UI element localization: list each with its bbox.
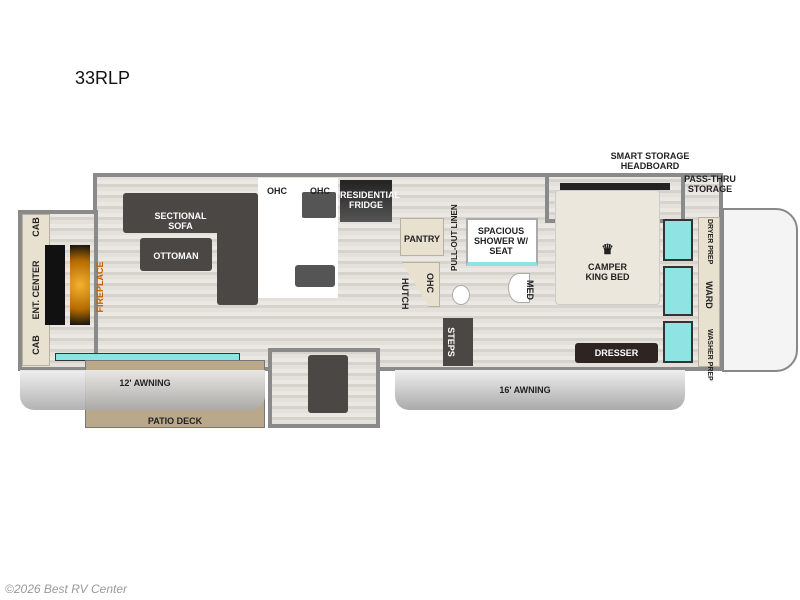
- awning-12-label: 12' AWNING: [119, 378, 171, 388]
- shower: [466, 218, 538, 266]
- fireplace-label: FIREPLACE: [95, 261, 105, 313]
- shower-label: SPACIOUS SHOWER W/ SEAT: [474, 226, 528, 256]
- sofa-chaise: [217, 193, 258, 305]
- ottoman-label: OTTOMAN: [153, 251, 199, 261]
- watermark: ©2026 Best RV Center: [5, 582, 128, 596]
- bed-label: CAMPER KING BED: [585, 262, 630, 282]
- washer-prep-label: WASHER PREP: [706, 329, 713, 381]
- tv: [45, 245, 65, 325]
- wardrobe-door-1: [663, 219, 693, 261]
- steps-label: STEPS: [446, 327, 456, 357]
- cab-top-label: CAB: [31, 217, 41, 237]
- awning-12: [20, 370, 265, 410]
- fireplace: [70, 245, 90, 325]
- steps: [443, 318, 473, 366]
- ward-label: WARD: [704, 281, 714, 309]
- linen-label: PULL-OUT LINEN: [450, 204, 459, 271]
- ottoman: [140, 238, 212, 271]
- pantry-label: PANTRY: [404, 234, 440, 244]
- ohc-2-label: OHC: [310, 186, 330, 196]
- fridge: [340, 180, 392, 222]
- wardrobe: [698, 217, 720, 367]
- bath-sink: [508, 273, 530, 303]
- sectional-sofa-label: SECTIONAL SOFA: [154, 211, 207, 231]
- dryer-prep-label: DRYER PREP: [706, 219, 713, 265]
- smart-storage-label: SMART STORAGE HEADBOARD: [610, 151, 690, 171]
- headboard: [560, 183, 670, 190]
- wardrobe-door-3: [663, 321, 693, 363]
- hutch-label: HUTCH: [400, 278, 410, 310]
- stove: [302, 192, 336, 218]
- dinette-table: [308, 355, 348, 413]
- ohc-1-label: OHC: [267, 186, 287, 196]
- toilet: [452, 285, 470, 305]
- awning-16-label: 16' AWNING: [499, 385, 551, 395]
- fridge-label: RESIDENTIAL FRIDGE: [340, 190, 401, 210]
- dresser-label: DRESSER: [594, 348, 639, 358]
- cab-bottom-label: CAB: [31, 335, 41, 355]
- bed: [555, 190, 660, 305]
- wardrobe-door-2: [663, 266, 693, 316]
- sink: [295, 265, 335, 287]
- crown-icon: ♛: [601, 241, 614, 257]
- pass-thru-label: PASS-THRU STORAGE: [684, 174, 736, 194]
- med-label: MED: [525, 280, 535, 300]
- awning-16: [395, 370, 685, 410]
- model-title: 33RLP: [75, 68, 131, 88]
- ohc-3-label: OHC: [425, 273, 435, 293]
- patio-deck-label: PATIO DECK: [147, 416, 203, 426]
- pantry: [400, 218, 444, 256]
- dresser: [575, 343, 658, 363]
- front-cap: [722, 208, 798, 372]
- ent-center-label: ENT. CENTER: [31, 260, 41, 320]
